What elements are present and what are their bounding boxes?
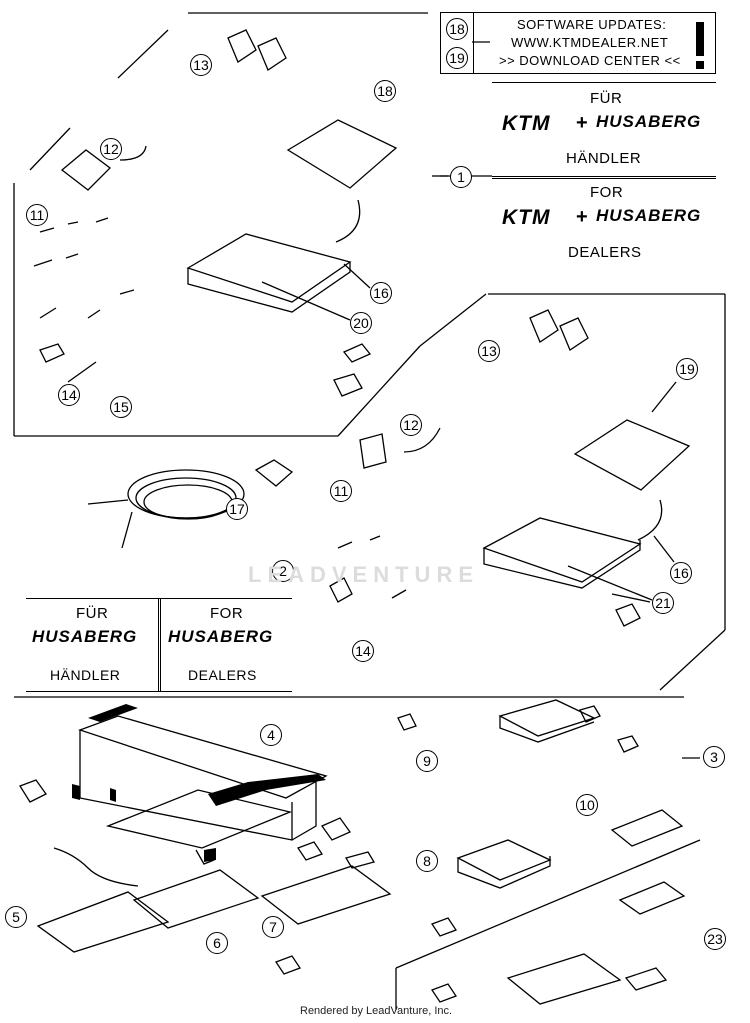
callout-18-ref: 18: [446, 18, 468, 40]
fur-label: FÜR: [590, 90, 623, 107]
callout-6: 6: [206, 932, 228, 954]
software-updates-line: SOFTWARE UPDATES:: [517, 17, 667, 32]
callout-13b: 13: [478, 340, 500, 362]
ktm-logo: KTM: [502, 112, 551, 135]
download-center-line: >> DOWNLOAD CENTER <<: [499, 53, 681, 68]
callout-2: 2: [272, 560, 294, 582]
callout-4: 4: [260, 724, 282, 746]
husaberg-dealers-label: DEALERS: [188, 667, 257, 683]
callout-9: 9: [416, 750, 438, 772]
callout-11b: 11: [330, 480, 352, 502]
callout-12: 12: [100, 138, 122, 160]
callout-17: 17: [226, 498, 248, 520]
render-credit: Rendered by LeadVanture, Inc.: [300, 1005, 453, 1017]
callout-10: 10: [576, 794, 598, 816]
callout-23: 23: [704, 928, 726, 950]
software-update-box: 18 19 SOFTWARE UPDATES: WWW.KTMDEALER.NE…: [440, 12, 716, 74]
callout-15: 15: [110, 396, 132, 418]
callout-21: 21: [652, 592, 674, 614]
callout-11: 11: [26, 204, 48, 226]
husaberg-dealer-box: FÜR HUSABERG HÄNDLER FOR HUSABERG DEALER…: [26, 598, 292, 692]
husaberg-for-label: FOR: [210, 605, 244, 622]
callout-14: 14: [58, 384, 80, 406]
software-ref-column: [440, 12, 474, 74]
callout-13: 13: [190, 54, 212, 76]
callout-16: 16: [370, 282, 392, 304]
husaberg-handler-label: HÄNDLER: [50, 667, 121, 683]
callout-16b: 16: [670, 562, 692, 584]
dealer-website-line: WWW.KTMDEALER.NET: [511, 35, 669, 50]
callout-5: 5: [5, 906, 27, 928]
husaberg-logo-3: HUSABERG: [32, 627, 138, 646]
dealers-label: DEALERS: [568, 244, 642, 261]
husaberg-logo-2: HUSABERG: [596, 206, 702, 225]
husaberg-fur-label: FÜR: [76, 605, 109, 622]
callout-20: 20: [350, 312, 372, 334]
callout-14b: 14: [352, 640, 374, 662]
watermark: LEADVENTURE: [248, 562, 480, 587]
husaberg-logo-4: HUSABERG: [168, 627, 274, 646]
for-label: FOR: [590, 184, 624, 201]
callout-3: 3: [703, 746, 725, 768]
callout-18: 18: [374, 80, 396, 102]
ktm-logo-2: KTM: [502, 206, 551, 229]
plus-sign: +: [576, 112, 589, 134]
handler-label: HÄNDLER: [566, 150, 642, 167]
callout-8: 8: [416, 850, 438, 872]
ktm-husaberg-dealer-box: FÜR KTM + HUSABERG HÄNDLER FOR KTM + HUS…: [492, 82, 716, 272]
husaberg-logo: HUSABERG: [596, 112, 702, 131]
callout-12b: 12: [400, 414, 422, 436]
callout-19: 19: [676, 358, 698, 380]
callout-7: 7: [262, 916, 284, 938]
plus-sign-2: +: [576, 206, 589, 228]
callout-19-ref: 19: [446, 47, 468, 69]
callout-1: 1: [450, 166, 472, 188]
